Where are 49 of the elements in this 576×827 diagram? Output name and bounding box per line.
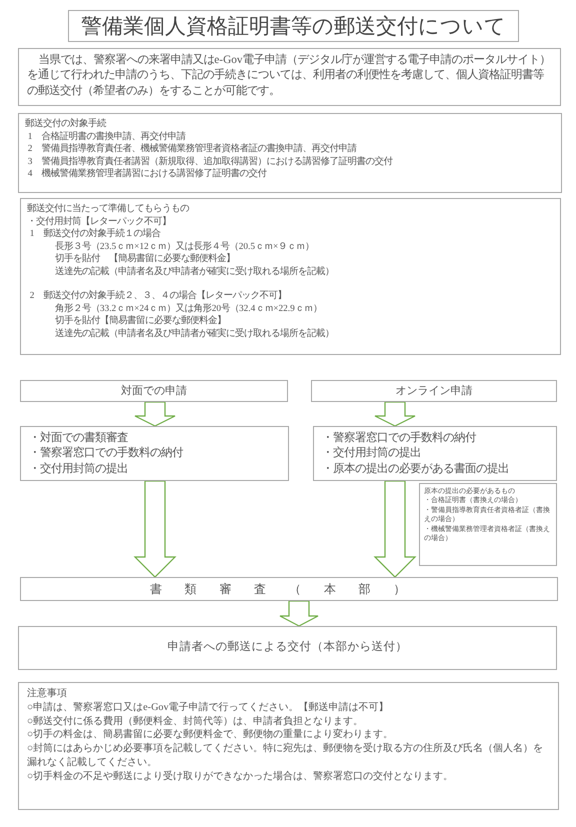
text-panel bbox=[20, 198, 561, 355]
note-box bbox=[419, 483, 557, 566]
list-item: ○郵送交付に係る費用（郵便料金、封筒代等）は、申請者負担となります。 bbox=[27, 714, 364, 728]
box-label: 対面での申請 bbox=[120, 384, 188, 399]
title: 警備業個人資格証明書等の郵送交付について bbox=[68, 10, 519, 42]
list-item: ○申請は、警察署窓口又はe-Gov電子申請で行ってください。【郵送申請は不可】 bbox=[27, 700, 390, 715]
list-item: 切手を貼付 【簡易書留に必要な郵便料金】 bbox=[54, 253, 236, 266]
list-item: ○封筒にはあらかじめ必要事項を記載してください。特に宛先は、郵便物を受け取る方の住所及び氏名（個人名）を漏れなく記載してください。 bbox=[27, 742, 544, 770]
list-item: 2 警備員指導教育責任者、機械警備業務管理者資格者証の書換申請、再交付申請 bbox=[28, 143, 358, 156]
list-item: 角形２号（33.2ｃｍ×24ｃｍ）又は角形20号（32.4ｃｍ×22.9ｃｍ） bbox=[54, 302, 323, 315]
list-item: 送達先の記載（申請者名及び申請者が確実に受け取れる場所を記載） bbox=[54, 266, 335, 278]
list-item: ・交付用封筒【レターパック不可】 bbox=[27, 216, 172, 228]
block-arrow bbox=[374, 480, 416, 578]
process-box bbox=[20, 577, 558, 601]
list-item: ・交付用封筒の提出 bbox=[322, 446, 422, 462]
list-item: ○切手の料金は、簡易書留に必要な郵便料金で、郵便物の重量により変わります。 bbox=[27, 728, 394, 742]
box-label: 申請者への郵送による交付（本部から送付） bbox=[166, 640, 408, 655]
section-heading: 郵送交付の対象手続 bbox=[25, 118, 107, 131]
intro-paragraph: 当県では、警察署への来署申請又はe-Gov電子申請（デジタル庁が運営する電子申請のポータルサイト）を通じて行われた申請のうち、下記の手続きについては、利用者の利便性を考慮して、個人資格証明書等の郵送交付（希望者のみ）をすることが可能です。 bbox=[27, 53, 552, 98]
list-item: ・警察署窓口での手数料の納付 bbox=[322, 431, 478, 446]
list-item: 切手を貼付【簡易書留に必要な郵便料金】 bbox=[54, 315, 227, 328]
list-item: 2 郵送交付の対象手続２、３、４の場合【レターパック不可】 bbox=[30, 290, 288, 303]
section-heading: 郵送交付に当たって準備してもらうもの bbox=[27, 203, 190, 216]
list-item: ○切手料金の不足や郵送により受け取りができなかった場合は、警察署窓口の交付となります。 bbox=[27, 770, 454, 784]
list-item: 送達先の記載（申請者名及び申請者が確実に受け取れる場所を記載） bbox=[54, 328, 335, 340]
text-panel bbox=[18, 682, 559, 810]
process-box bbox=[20, 380, 288, 402]
section-heading: 注意事項 bbox=[27, 687, 68, 701]
list-item: 4 機械警備業務管理者講習における講習修了証明書の交付 bbox=[28, 168, 268, 181]
list-item: 1 合格証明書の書換申請、再交付申請 bbox=[28, 130, 187, 142]
list-item: ・原本の提出の必要がある書面の提出 bbox=[322, 462, 510, 476]
text-panel bbox=[18, 113, 562, 193]
list-item: ・交付用封筒の提出 bbox=[29, 462, 129, 476]
box-label: オンライン申請 bbox=[394, 384, 474, 399]
process-box bbox=[18, 626, 557, 670]
list-item: 3 警備員指導教育責任者講習（新規取得、追加取得講習）における講習修了証明書の交付 bbox=[28, 156, 394, 168]
list-item: ・対面での書類審査 bbox=[29, 431, 129, 446]
block-arrow bbox=[134, 480, 176, 578]
box-label: 書類審査（本部） bbox=[150, 581, 428, 598]
block-arrow bbox=[279, 600, 319, 627]
process-box bbox=[313, 426, 557, 481]
process-box bbox=[20, 426, 289, 481]
text-panel bbox=[18, 48, 561, 106]
list-item: 1 郵送交付の対象手続１の場合 bbox=[30, 228, 162, 241]
block-arrow bbox=[134, 401, 176, 427]
list-item: 長形３号（23.5ｃｍ×12ｃｍ）又は長形４号（20.5ｃｍ×９ｃｍ） bbox=[54, 240, 316, 253]
list-item: ・警察署窓口での手数料の納付 bbox=[29, 446, 184, 462]
block-arrow bbox=[374, 401, 416, 427]
process-box bbox=[311, 380, 557, 402]
